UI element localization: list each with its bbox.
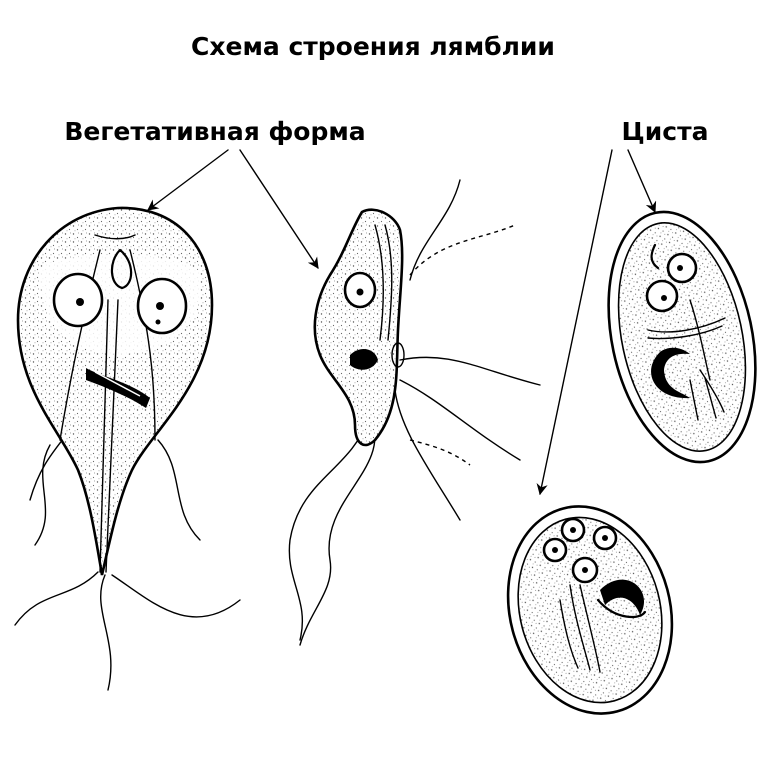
flagellum bbox=[111, 574, 241, 618]
arrow-cyst-lower bbox=[536, 149, 613, 496]
cyst-upper bbox=[607, 210, 757, 464]
flagellum bbox=[34, 444, 51, 546]
arrow-vegetative-side bbox=[239, 149, 319, 269]
nucleolus bbox=[76, 298, 84, 306]
flagellum bbox=[14, 571, 99, 626]
nucleolus bbox=[156, 302, 164, 310]
flagellum bbox=[409, 224, 516, 276]
flagellum bbox=[299, 419, 376, 646]
label-vegetative-form: Вегетативная форма bbox=[64, 117, 365, 146]
flagellum bbox=[409, 439, 471, 466]
cyst-lower bbox=[506, 505, 674, 715]
flagellum bbox=[157, 439, 201, 541]
trophozoite-lateral bbox=[288, 179, 541, 646]
label-cyst: Циста bbox=[622, 117, 709, 146]
flagellum bbox=[399, 356, 541, 386]
trophozoite-frontal bbox=[14, 206, 241, 691]
flagellum bbox=[399, 379, 521, 461]
median-body bbox=[86, 368, 150, 408]
arrow-vegetative-front bbox=[147, 149, 229, 211]
flagellum bbox=[409, 179, 461, 281]
flagellum bbox=[100, 574, 112, 691]
median-body bbox=[350, 348, 378, 370]
flagellum bbox=[394, 389, 461, 521]
cell-body bbox=[313, 208, 404, 447]
arrows bbox=[147, 149, 657, 496]
diagram-title: Схема строения лямблии bbox=[191, 32, 555, 61]
arrow-cyst-upper bbox=[627, 149, 657, 214]
flagellum bbox=[288, 419, 369, 641]
